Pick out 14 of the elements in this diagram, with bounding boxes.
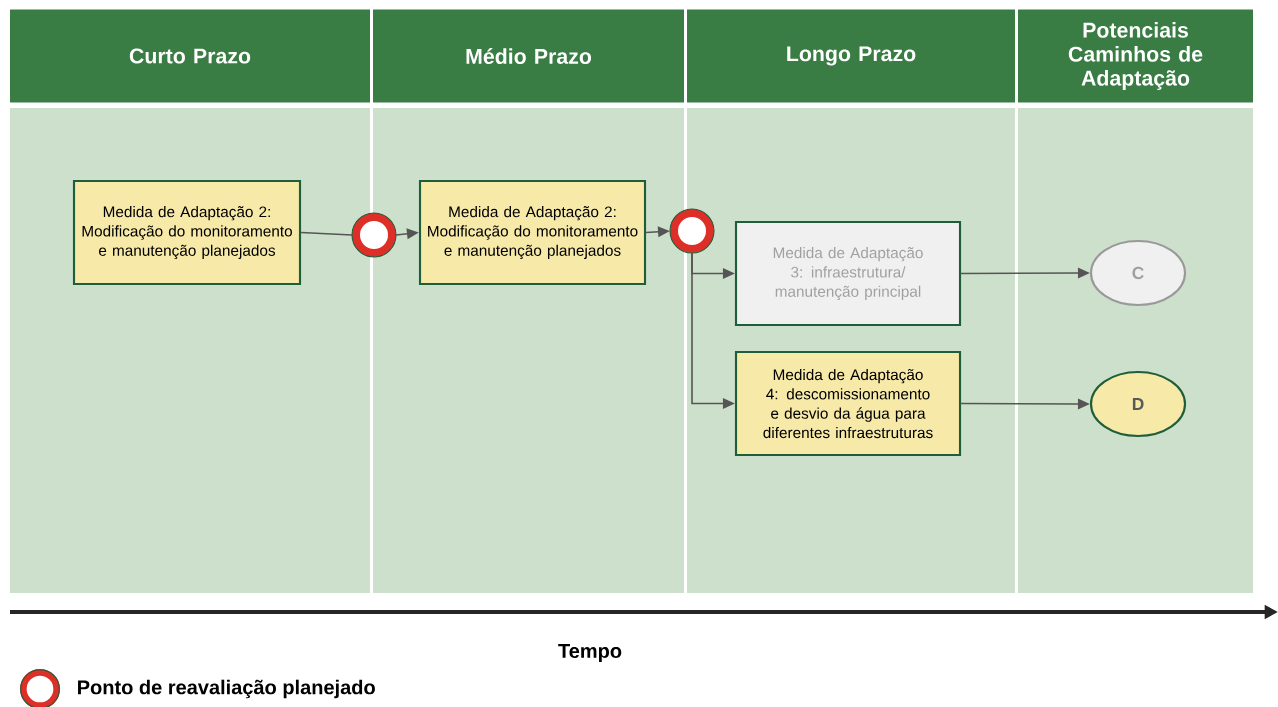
measure-box: Medida de Adaptação 3: infraestrutura/ manutenção principal (734, 220, 962, 327)
legend-text: Ponto de reavaliação planejado (78, 679, 375, 699)
measure-box: Medida de Adaptação 2: Modificação do monitoramento e manutenção planejados (418, 179, 647, 286)
measure-box: Medida de Adaptação 4: descomissionamento e desvio da água para diferentes infraestruturas (734, 350, 962, 457)
pathway-oval: C (1089, 239, 1187, 307)
column-header: Curto Prazo (10, 9, 370, 103)
column-header: Longo Prazo (687, 9, 1015, 103)
pathway-oval: D (1089, 370, 1187, 438)
measure-box: Medida de Adaptação 2: Modificação do monitoramento e manutenção planejados (72, 179, 302, 286)
axis-label: Tempo (558, 644, 622, 662)
reassessment-ring (351, 212, 397, 258)
column-header: Potenciais Caminhos de Adaptação (1018, 9, 1253, 103)
column-header: Médio Prazo (373, 9, 684, 103)
reassessment-ring (669, 208, 715, 254)
